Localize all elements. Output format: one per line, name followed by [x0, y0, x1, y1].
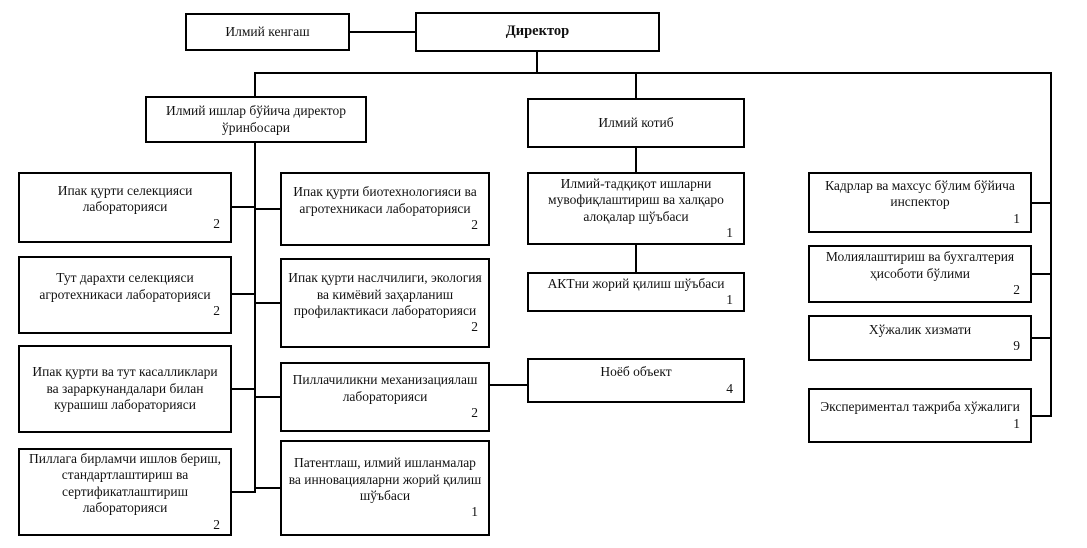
box-count: 9: [1013, 338, 1020, 353]
box-lab-silkworm-selection: Ипак қурти селекцияси лабораторияси 2: [18, 172, 232, 243]
box-deputy-director: Илмий ишлар бўйича директор ўринбосари: [145, 96, 367, 143]
connector-council-director: [350, 31, 415, 33]
connector-stub-labs-right-4: [254, 487, 280, 489]
box-lab-mulberry-selection: Тут дарахти селекцияси агротехникаси лаб…: [18, 256, 232, 334]
box-count: 2: [213, 303, 220, 319]
box-label: Илмий котиб: [598, 114, 674, 130]
box-count: 1: [1013, 210, 1020, 226]
box-label: Директор: [505, 23, 570, 40]
box-count: 1: [726, 224, 733, 240]
box-count: 4: [726, 380, 733, 396]
box-dept-research-coordination: Илмий-тадқиқот ишларни мувофиқлаштириш в…: [527, 172, 745, 245]
connector-main-horizontal: [254, 72, 1052, 74]
box-count: 1: [1013, 415, 1020, 431]
box-finance-accounting: Молиялаштириш ва бухгалтерия ҳисоботи бў…: [808, 245, 1032, 303]
connector-right-spine: [1050, 72, 1052, 417]
box-count: 2: [471, 319, 478, 335]
box-hr-inspector: Кадрлар ва махсус бўлим бўйича инспектор…: [808, 172, 1032, 233]
connector-stub-admin-2: [1032, 273, 1052, 275]
box-count: 1: [726, 292, 733, 307]
box-lab-diseases-pests: Ипак қурти ва тут касалликлари ва зарарк…: [18, 345, 232, 433]
box-unique-object: Ноёб объект 4: [527, 358, 745, 403]
connector-stub-labs-right-1: [254, 208, 280, 210]
box-household-service: Хўжалик хизмати 9: [808, 315, 1032, 361]
box-director: Директор: [415, 12, 660, 52]
connector-stub-labs-right-3: [254, 396, 280, 398]
box-label: Пиллага бирламчи ишлов бериш, стандартла…: [29, 450, 221, 516]
box-label: Тут дарахти селекцияси агротехникаси лаб…: [39, 270, 211, 302]
box-label: Ипак қурти биотехнологияси ва агротехник…: [293, 184, 477, 216]
box-experimental-farm: Экспериментал тажриба хўжалиги 1: [808, 388, 1032, 443]
box-count: 2: [471, 217, 478, 233]
box-lab-biotechnology: Ипак қурти биотехнологияси ва агротехник…: [280, 172, 490, 246]
box-lab-mechanization: Пиллачиликни механизациялаш лабораторияс…: [280, 362, 490, 432]
box-dept-ict: АКТни жорий қилиш шўъбаси 1: [527, 272, 745, 312]
box-label: Илмий-тадқиқот ишларни мувофиқлаштириш в…: [548, 175, 724, 224]
box-label: Илмий ишлар бўйича директор ўринбосари: [166, 103, 346, 135]
box-scientific-secretary: Илмий котиб: [527, 98, 745, 148]
box-label: Патентлаш, илмий ишланмалар ва инновация…: [288, 455, 482, 503]
connector-stub-labs-left-3: [232, 388, 256, 390]
box-label: Пиллачиликни механизациялаш лабораторияс…: [292, 372, 478, 404]
box-label: АКТни жорий қилиш шўъбаси: [547, 275, 725, 291]
box-label: Ипак қурти наслчилиги, экология ва кимёв…: [288, 270, 482, 318]
box-count: 2: [1013, 282, 1020, 298]
box-lab-breeding-ecology: Ипак қурти наслчилиги, экология ва кимёв…: [280, 258, 490, 348]
box-count: 1: [471, 504, 478, 520]
box-label: Экспериментал тажриба хўжалиги: [820, 399, 1020, 415]
box-label: Илмий кенгаш: [225, 23, 310, 39]
connector-research-akt-drop: [635, 245, 637, 272]
connector-stub-labs-left-4: [232, 491, 256, 493]
connector-stub-admin-3: [1032, 337, 1052, 339]
box-label: Кадрлар ва махсус бўлим бўйича инспектор: [825, 177, 1015, 210]
box-dept-patents-innovation: Патентлаш, илмий ишланмалар ва инновация…: [280, 440, 490, 536]
connector-secretary-drop: [635, 72, 637, 98]
connector-stub-labs-left-2: [232, 293, 256, 295]
connector-stub-labs-right-2: [254, 302, 280, 304]
connector-stub-admin-1: [1032, 202, 1052, 204]
box-count: 2: [213, 516, 220, 532]
box-label: Ипак қурти ва тут касалликлари ва зарарк…: [32, 364, 218, 413]
box-count: 2: [213, 215, 220, 231]
connector-secretary-unit-drop: [635, 148, 637, 172]
connector-stub-admin-4: [1032, 415, 1052, 417]
connector-stub-labs-left-1: [232, 206, 256, 208]
box-label: Ноёб объект: [600, 364, 672, 380]
box-label: Молиялаштириш ва бухгалтерия ҳисоботи бў…: [825, 249, 1015, 281]
connector-director-drop: [536, 52, 538, 72]
box-label: Хўжалик хизмати: [868, 321, 972, 337]
box-scientific-council: Илмий кенгаш: [185, 13, 350, 51]
box-count: 2: [471, 405, 478, 421]
box-label: Ипак қурти селекцияси лабораторияси: [57, 182, 193, 215]
connector-deputy-spine: [254, 143, 256, 493]
connector-deputy-drop: [254, 72, 256, 96]
connector-mechanization-unique: [490, 384, 527, 386]
box-lab-cocoon-processing: Пиллага бирламчи ишлов бериш, стандартла…: [18, 448, 232, 536]
